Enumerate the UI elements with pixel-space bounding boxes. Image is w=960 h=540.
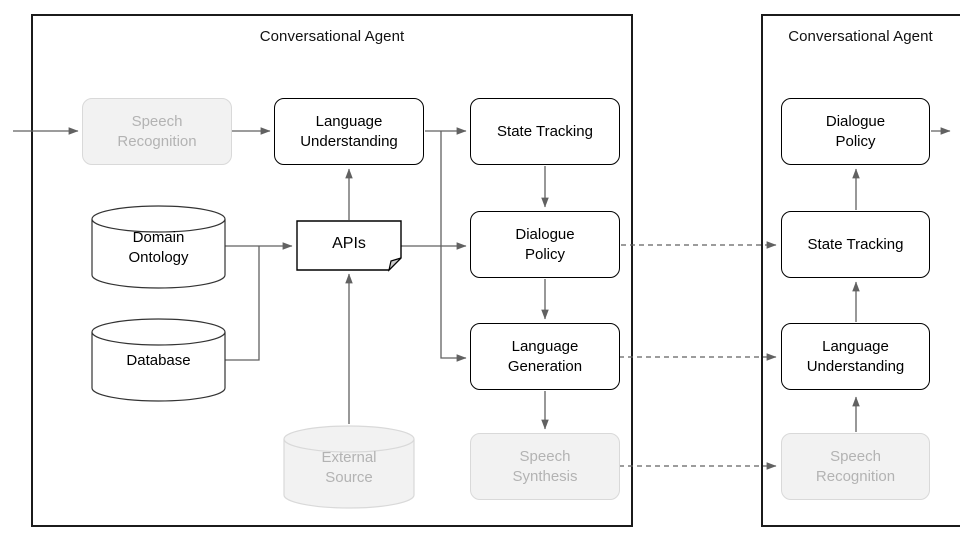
node-language-generation: Language Generation: [470, 323, 620, 390]
right-agent-container: [761, 14, 960, 527]
node-r-state-tracking-label: State Tracking: [807, 235, 904, 253]
node-state-tracking: State Tracking: [470, 98, 620, 165]
edge-database-junction: [225, 246, 260, 361]
apis-label: APIs: [332, 235, 366, 253]
node-r-speech-recognition: Speech Recognition: [781, 433, 930, 500]
node-r-language-understanding: Language Understanding: [781, 323, 930, 390]
node-speech-synthesis: Speech Synthesis: [470, 433, 620, 500]
domain-ontology-cylinder: [91, 205, 226, 289]
database-label: Database: [126, 351, 191, 369]
node-r-language-understanding-label: Language Understanding: [806, 338, 905, 375]
node-language-understanding-label: Language Understanding: [300, 113, 398, 150]
right-agent-title: Conversational Agent: [788, 28, 933, 45]
left-agent-container: [31, 14, 633, 527]
node-r-state-tracking: State Tracking: [781, 211, 930, 278]
node-speech-recognition-label: Speech Recognition: [117, 113, 197, 150]
node-r-dialogue-policy-label: Dialogue Policy: [825, 113, 886, 150]
domain-ontology-label: Domain Ontology: [128, 229, 189, 266]
node-r-speech-recognition-label: Speech Recognition: [815, 448, 896, 485]
database-cylinder: [91, 318, 226, 402]
left-agent-title: Conversational Agent: [259, 28, 405, 45]
apis-document-shape: [296, 220, 402, 272]
solid-connectors: [13, 127, 951, 432]
dashed-connectors: [619, 241, 777, 470]
edge-lu-to-lg: [440, 131, 467, 362]
node-dialogue-policy: Dialogue Policy: [470, 211, 620, 278]
node-speech-recognition: Speech Recognition: [82, 98, 232, 165]
external-source-label: External Source: [321, 449, 377, 486]
node-r-dialogue-policy: Dialogue Policy: [781, 98, 930, 165]
node-language-understanding: Language Understanding: [274, 98, 424, 165]
node-language-generation-label: Language Generation: [507, 338, 583, 375]
node-speech-synthesis-label: Speech Synthesis: [512, 448, 578, 485]
node-dialogue-policy-label: Dialogue Policy: [515, 226, 575, 263]
node-state-tracking-label: State Tracking: [497, 122, 593, 140]
external-source-cylinder: [283, 425, 415, 509]
